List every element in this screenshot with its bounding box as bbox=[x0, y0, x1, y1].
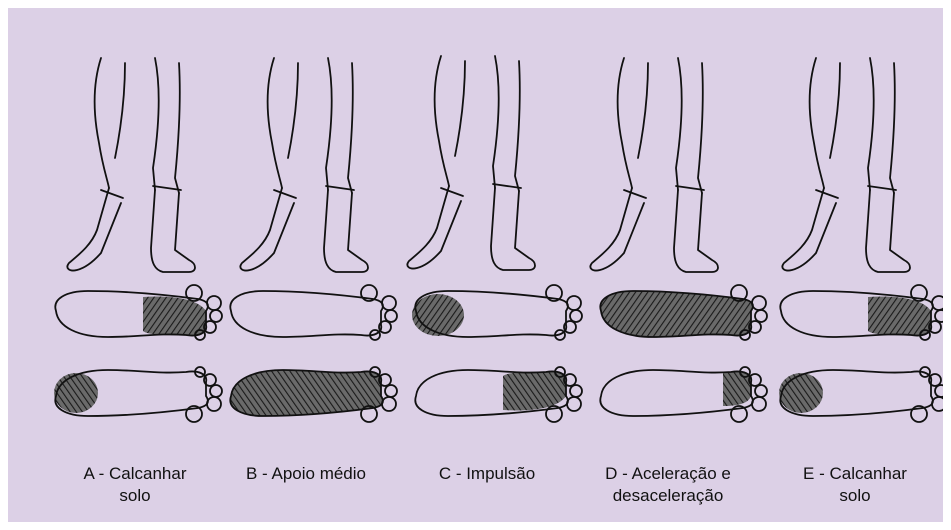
legs-stage-b bbox=[240, 58, 368, 272]
foot-bottom-stage-a bbox=[54, 367, 222, 422]
figure-panel: A - Calcanhar solo B - Apoio médio C - I… bbox=[8, 8, 943, 522]
caption-d-line2: desaceleração bbox=[573, 485, 763, 507]
caption-a-line1: A - Calcanhar bbox=[40, 463, 230, 485]
gait-illustration bbox=[8, 8, 943, 522]
caption-b-line1: B - Apoio médio bbox=[211, 463, 401, 485]
foot-bottom-stage-e bbox=[779, 367, 943, 422]
caption-d-line1: D - Aceleração e bbox=[573, 463, 763, 485]
caption-e-line2: solo bbox=[760, 485, 950, 507]
legs-stage-a bbox=[67, 58, 195, 272]
caption-stage-d: D - Aceleração e desaceleração bbox=[573, 463, 763, 507]
caption-stage-b: B - Apoio médio bbox=[211, 463, 401, 485]
foot-bottom-stage-c bbox=[415, 367, 582, 422]
foot-top-stage-d bbox=[600, 285, 767, 340]
caption-e-line1: E - Calcanhar bbox=[760, 463, 950, 485]
legs-stage-e bbox=[782, 58, 910, 272]
foot-bottom-stage-d bbox=[600, 367, 767, 422]
legs-stage-d bbox=[590, 58, 718, 272]
foot-top-stage-e bbox=[780, 285, 943, 340]
foot-top-stage-c bbox=[412, 285, 582, 340]
caption-c-line1: C - Impulsão bbox=[392, 463, 582, 485]
foot-top-stage-b bbox=[230, 285, 397, 340]
foot-top-stage-a bbox=[55, 285, 222, 340]
caption-stage-e: E - Calcanhar solo bbox=[760, 463, 950, 507]
foot-bottom-stage-b bbox=[230, 367, 397, 422]
caption-a-line2: solo bbox=[40, 485, 230, 507]
caption-stage-c: C - Impulsão bbox=[392, 463, 582, 485]
legs-stage-c bbox=[407, 56, 535, 270]
caption-stage-a: A - Calcanhar solo bbox=[40, 463, 230, 507]
